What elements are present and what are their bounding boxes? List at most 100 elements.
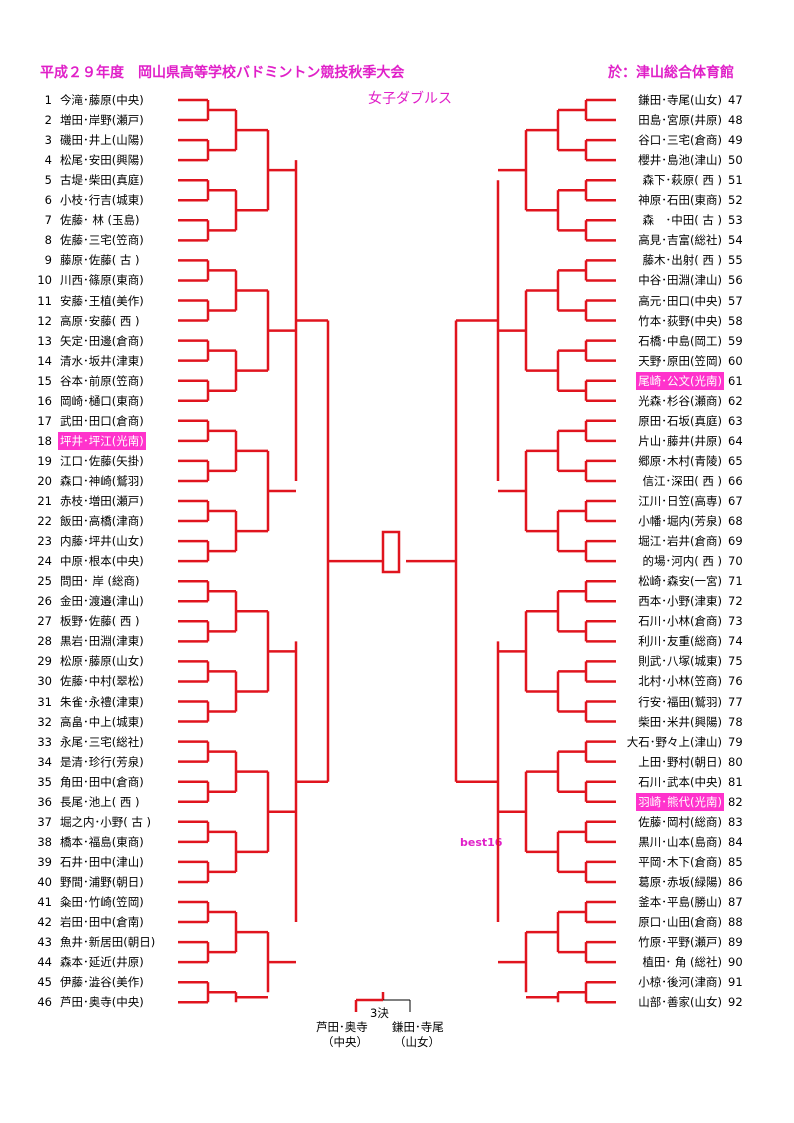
entry-number: 72 [728,594,743,609]
entry-number: 55 [728,253,743,268]
entry-name: 堀江･岩井(倉商) [638,534,722,549]
entry-name: 赤枝･増田(瀬戸) [60,494,144,508]
entry-number: 46 [37,995,52,1010]
entry-number: 62 [728,393,743,408]
entry-name: 則武･八塚(城東) [638,654,722,669]
entry-name: 森口･神崎(鷲羽) [60,473,144,488]
entry-number: 43 [37,935,52,950]
entry-name: 増田･岸野(瀬戸) [60,113,144,128]
entry-number: 14 [37,353,52,368]
entry-name: 森本･延近(井原) [60,955,144,970]
entry-name: 中原･根本(中央) [60,554,144,569]
entry-name: 山部･善家(山女) [638,995,722,1010]
entry-number: 16 [37,393,52,408]
entry-number: 40 [37,874,52,889]
entry-number: 35 [37,774,52,789]
entry-number: 80 [728,754,743,769]
entry-name: 片山･藤井(井原) [638,433,722,448]
third-place-right-names: 鎌田･寺尾 [392,1020,444,1034]
entry-name: 石川･小林(倉商) [638,614,722,629]
entry-name: 岩田･田中(倉南) [60,915,144,930]
entry-name: 角田･田中(倉商) [60,774,144,789]
entry-name: 石橋･中島(岡工) [638,333,722,348]
entry-number: 2 [44,113,52,128]
entry-name: 佐藤･三宅(笠商) [60,233,144,248]
entry-number: 22 [37,514,52,529]
entry-number: 29 [37,654,52,669]
entry-name: 粂田･竹崎(笠岡) [60,895,144,909]
entry-number: 76 [728,674,743,689]
entry-number: 79 [728,734,743,749]
entry-number: 58 [728,313,743,328]
entry-name: 黒川･山本(島商) [638,834,722,849]
entry-number: 74 [728,634,743,649]
entry-number: 44 [37,955,52,970]
entry-name: 高畠･中上(城東) [60,714,144,729]
tournament-title: 平成２９年度 岡山県高等学校バドミントン競技秋季大会 [40,65,405,81]
entry-name: 佐藤･中村(翠松) [60,674,144,689]
third-place-label: 3決 [370,1006,389,1020]
third-place-left-school: （中央） [322,1035,368,1049]
entry-name: 高見･吉富(総社) [638,233,722,248]
entry-name: 西本･小野(津東) [638,594,722,609]
entry-name: 高原･安藤( 西 ) [60,313,140,328]
entry-number: 83 [728,814,743,829]
third-place-right-school: （山女） [394,1035,440,1049]
venue-label: 於：津山総合体育館 [608,65,734,81]
entry-name: 柴田･米井(興陽) [638,714,722,729]
entry-name: 的場･河内( 西 ) [642,554,722,569]
entry-name: 行安･福田(鷲羽) [638,694,722,709]
entry-name: 坪井･坪江(光南) [58,431,146,450]
entry-number: 37 [37,814,52,829]
entry-number: 13 [37,333,52,348]
entry-number: 71 [728,574,743,589]
entry-name: 羽崎･熊代(光南) [636,792,724,811]
entry-name: 大石･野々上(津山) [626,734,722,749]
entry-number: 85 [728,854,743,869]
entry-name: 竹原･平野(瀬戸) [638,935,722,950]
entry-name: 武田･田口(倉商) [60,413,144,428]
entry-number: 88 [728,915,743,930]
entry-number: 7 [44,213,52,228]
entry-name: 内藤･坪井(山女) [60,534,144,549]
entry-name: 江川･日笠(高専) [638,494,722,508]
entry-number: 75 [728,654,743,669]
entry-name: 中谷･田淵(津山) [638,273,722,288]
entry-number: 28 [37,634,52,649]
entry-name: 森下･萩原( 西 ) [642,173,722,188]
entry-name: 佐藤･岡村(総商) [638,814,722,829]
third-place-left-names: 芦田･奥寺 [316,1020,368,1034]
entry-name: 釜本･平島(勝山) [638,895,722,909]
entry-name: 松原･藤原(山女) [60,654,144,669]
entry-number: 66 [728,473,743,488]
entry-number: 87 [728,895,743,909]
entry-number: 42 [37,915,52,930]
entry-number: 26 [37,594,52,609]
entry-number: 30 [37,674,52,689]
entry-name: 魚井･新居田(朝日) [60,935,156,950]
entry-number: 60 [728,353,743,368]
entry-number: 50 [728,153,743,168]
entry-number: 78 [728,714,743,729]
entry-name: 板野･佐藤( 西 ) [60,614,140,629]
entry-name: 長尾･池上( 西 ) [60,794,140,809]
entry-name: 問田･ 岸 (総商) [60,574,140,589]
entry-name: 光森･杉谷(瀬商) [638,393,722,408]
entry-number: 65 [728,453,743,468]
entry-name: 野間･浦野(朝日) [60,874,144,889]
entry-number: 89 [728,935,743,950]
entry-number: 73 [728,614,743,629]
entry-name: 北村･小林(笠商) [638,674,722,689]
final-box [381,530,401,574]
entry-name: 矢定･田邊(倉商) [60,333,144,348]
entry-number: 41 [37,895,52,909]
entry-number: 52 [728,193,743,208]
entry-name: 平岡･木下(倉商) [638,854,722,869]
entry-name: 小幡･堀内(芳泉) [638,514,722,529]
entry-name: 尾崎･公文(光南) [636,371,724,390]
entry-name: 信江･深田( 西 ) [642,473,722,488]
entry-name: 石川･武本(中央) [638,774,722,789]
entry-number: 20 [37,473,52,488]
